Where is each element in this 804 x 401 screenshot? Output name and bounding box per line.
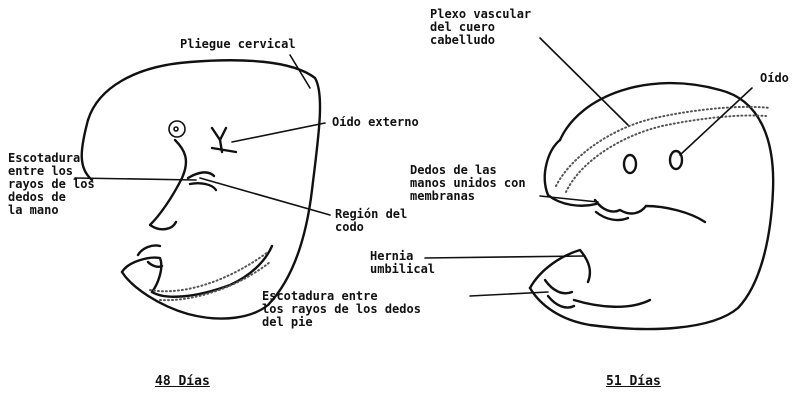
leader-oido-externo <box>232 123 325 142</box>
label-escotadura-pie: Escotadura entre los rayos de los dedos … <box>262 290 421 329</box>
label-escotadura-mano: Escotadura entre los rayos de los dedos … <box>8 152 95 217</box>
embryo-51-ear <box>670 151 682 169</box>
label-pliegue-cervical: Pliegue cervical <box>180 38 296 51</box>
leader-plexo-vascular <box>540 38 628 125</box>
embryo-51-arm <box>646 206 705 222</box>
label-oido-externo: Oído externo <box>332 116 419 129</box>
embryo-48-eye <box>169 121 185 137</box>
embryo-51-leg <box>574 300 650 307</box>
embryo-48-outline <box>88 60 320 318</box>
embryo-48-eye-pupil <box>174 127 178 131</box>
caption-48-days: 48 Días <box>155 374 210 389</box>
label-plexo-vascular: Plexo vascular del cuero cabelludo <box>430 8 531 47</box>
embryo-48-tail-line <box>152 246 272 297</box>
embryo-51-vascular-plexus <box>556 107 770 186</box>
embryo-48-days-drawing <box>75 55 330 319</box>
label-hernia-umbilical: Hernia umbilical <box>370 250 435 276</box>
embryo-48-upper-limb <box>150 140 186 229</box>
embryo-48-somite-dots-2 <box>160 262 270 300</box>
embryo-51-hand <box>595 200 646 220</box>
leader-dedos-manos <box>540 196 598 202</box>
embryo-48-lower-limb <box>138 245 162 266</box>
embryo-51-vascular-plexus-2 <box>566 115 766 192</box>
embryo-51-eye <box>624 155 636 173</box>
label-region-codo: Región del codo <box>335 208 407 234</box>
label-oido: Oído <box>760 72 789 85</box>
label-dedos-manos: Dedos de las manos unidos con membranas <box>410 164 526 203</box>
embryo-51-foot <box>545 280 574 308</box>
leader-pliegue-cervical <box>290 55 310 88</box>
caption-51-days: 51 Días <box>606 374 661 389</box>
embryo-48-ear <box>212 128 236 152</box>
embryo-48-lower-body <box>122 258 161 292</box>
